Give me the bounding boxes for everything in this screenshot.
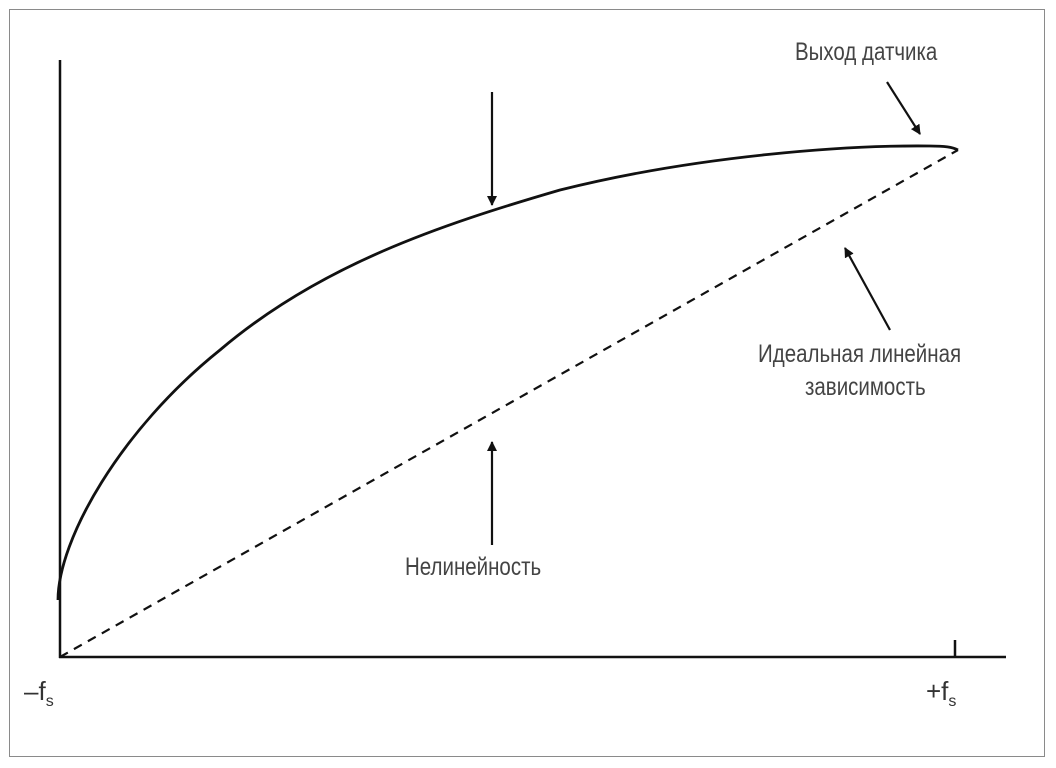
nonlinearity-label: Нелинейность <box>405 553 542 581</box>
ideal-linear-line <box>59 149 959 658</box>
figure-frame <box>9 9 1045 757</box>
x-max-subscript: s <box>948 693 957 710</box>
x-max-label: +fs <box>926 676 956 711</box>
x-min-subscript: s <box>45 693 54 710</box>
ideal-line-label-1: Идеальная линейная <box>758 340 962 368</box>
sensor-output-label: Выход датчика <box>795 38 938 66</box>
sensor-output-curve <box>56 144 959 601</box>
ideal-line-label-2: зависимость <box>805 373 926 401</box>
x-max-text: +f <box>926 676 949 706</box>
x-min-text: –f <box>24 676 46 706</box>
sensor-output-arrow <box>886 81 921 135</box>
ideal-line-arrow <box>844 247 891 331</box>
x-min-label: –fs <box>24 676 54 711</box>
